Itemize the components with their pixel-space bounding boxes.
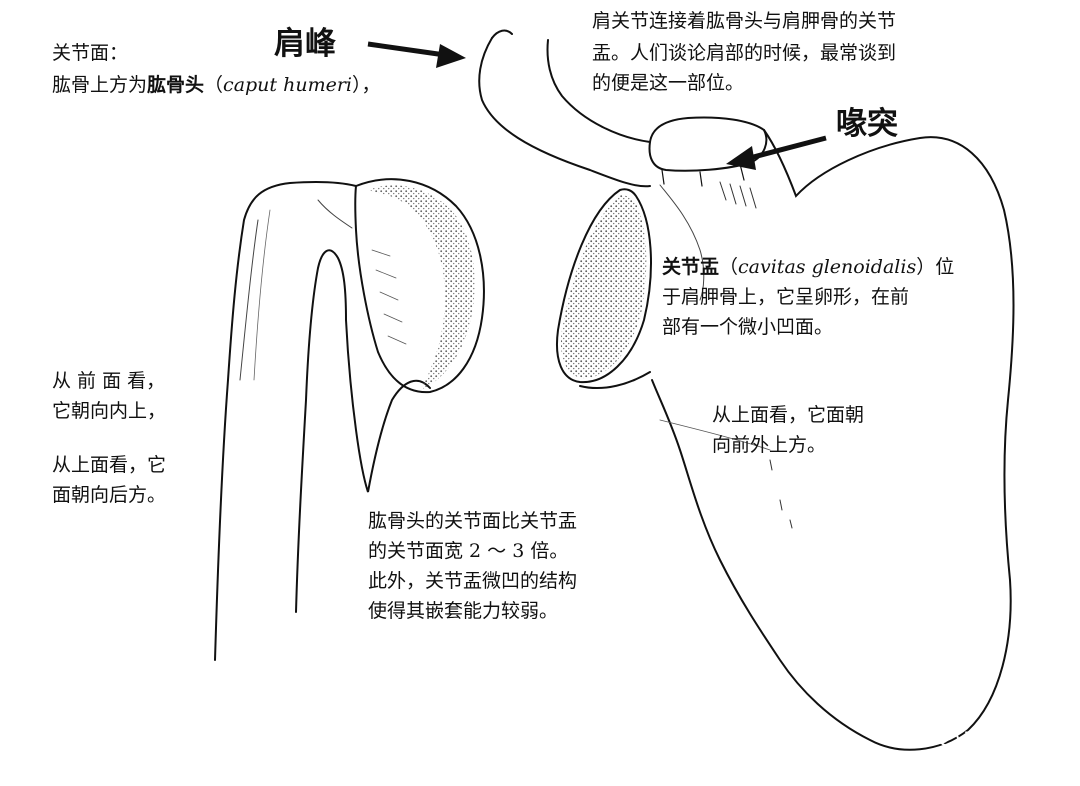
top-view-left-line-2: 面朝向后方。 xyxy=(52,484,167,506)
coracoid-arrow xyxy=(726,135,827,170)
glenoid-caption-line-1: 关节盂（cavitas glenoidalis）位 xyxy=(662,256,955,278)
wechat-icon xyxy=(927,724,959,747)
humeral-head-cartilage-shading xyxy=(368,185,475,390)
glenoid-line1-post: 位 xyxy=(935,256,955,278)
humeral-head-pre: 肱骨上方为 xyxy=(52,74,148,96)
shoulder-joint-line-1: 肩关节连接着肱骨头与肩胛骨的关节 xyxy=(592,10,897,32)
glenoid-latin: cavitas glenoidalis xyxy=(738,256,917,278)
glenoid-caption-line-3: 部有一个微小凹面。 xyxy=(662,316,834,338)
scapula-drawing xyxy=(478,29,1015,751)
acromion-arrow xyxy=(367,41,466,68)
top-view-right-line-1: 从上面看，它面朝 xyxy=(712,404,865,426)
glenoid-cavity-shading xyxy=(560,194,647,379)
front-view-line-2: 它朝向内上， xyxy=(52,400,167,422)
front-view-line-1: 从 前 面 看， xyxy=(52,370,166,392)
top-view-left-line-1: 从上面看，它 xyxy=(52,454,167,476)
acromion-label: 肩峰 xyxy=(274,26,336,62)
humeral-head-caption: 肱骨上方为肱骨头（caput humeri）， xyxy=(52,74,381,96)
shoulder-joint-line-3: 的便是这一部位。 xyxy=(592,72,745,94)
coracoid-label: 喙突 xyxy=(836,106,898,142)
top-view-right-line-2: 向前外上方。 xyxy=(712,434,827,456)
compare-line-4: 使得其嵌套能力较弱。 xyxy=(368,600,559,622)
glenoid-term: 关节盂 xyxy=(662,256,720,278)
articular-surface-title: 关节面： xyxy=(52,42,129,64)
compare-line-2: 的关节面宽 2 ～ 3 倍。 xyxy=(368,540,569,562)
humerus-drawing xyxy=(214,178,485,661)
compare-line-1: 肱骨头的关节面比关节盂 xyxy=(368,510,578,532)
shoulder-joint-line-2: 盂。人们谈论肩部的时候，最常谈到 xyxy=(592,42,897,64)
glenoid-caption-line-2: 于肩胛骨上，它呈卵形，在前 xyxy=(662,286,910,308)
humeral-head-latin: caput humeri xyxy=(223,74,352,96)
compare-line-3: 此外，关节盂微凹的结构 xyxy=(368,570,578,592)
humeral-head-post: ， xyxy=(361,74,381,96)
humeral-head-term: 肱骨头 xyxy=(147,74,205,96)
watermark-name: 李铁甘 xyxy=(964,728,1027,752)
